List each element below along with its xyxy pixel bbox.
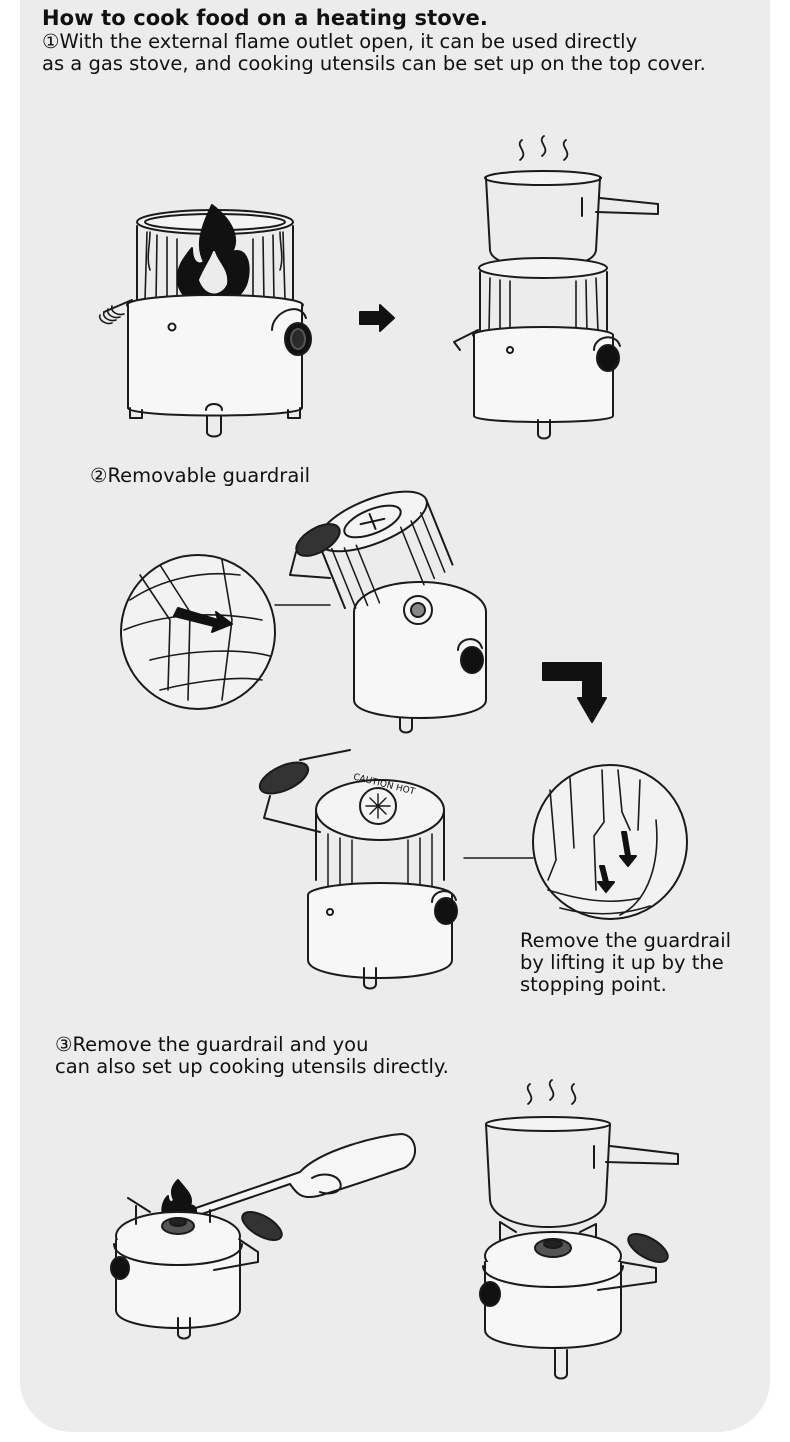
guardrail-mounted-illustration: CAUTION HOT bbox=[258, 749, 688, 990]
steam-icon bbox=[526, 1079, 577, 1105]
stove-with-pot-illustration-2 bbox=[479, 1079, 679, 1380]
arrow-down-icon bbox=[542, 662, 607, 723]
step3-text: ③Remove the guardrail and you can also s… bbox=[55, 1034, 449, 1078]
step3-line2: can also set up cooking utensils directl… bbox=[55, 1055, 449, 1078]
flame-icon bbox=[161, 1179, 198, 1219]
step2-note-line1: Remove the guardrail bbox=[520, 929, 732, 952]
step2-note-line3: stopping point. bbox=[520, 973, 667, 996]
step2-note-line2: by lifting it up by the bbox=[520, 951, 724, 974]
step2-note: Remove the guardrail by lifting it up by… bbox=[520, 930, 731, 996]
step1-line1: ①With the external flame outlet open, it… bbox=[42, 30, 638, 53]
stove-with-pot-illustration bbox=[453, 135, 659, 440]
step1-line2: as a gas stove, and cooking utensils can… bbox=[42, 52, 706, 75]
step1-text: ①With the external flame outlet open, it… bbox=[42, 31, 706, 75]
steam-icon bbox=[518, 135, 569, 161]
arrow-icon bbox=[173, 607, 233, 633]
stove-with-flame-illustration bbox=[98, 204, 312, 438]
guardrail-removal-illustration bbox=[120, 490, 487, 734]
stove-with-lighter-illustration bbox=[110, 1133, 416, 1340]
arrow-right-icon bbox=[359, 304, 395, 332]
step3-line1: ③Remove the guardrail and you bbox=[55, 1033, 369, 1056]
page-title: How to cook food on a heating stove. bbox=[42, 6, 488, 30]
step2-label: ②Removable guardrail bbox=[90, 464, 311, 487]
